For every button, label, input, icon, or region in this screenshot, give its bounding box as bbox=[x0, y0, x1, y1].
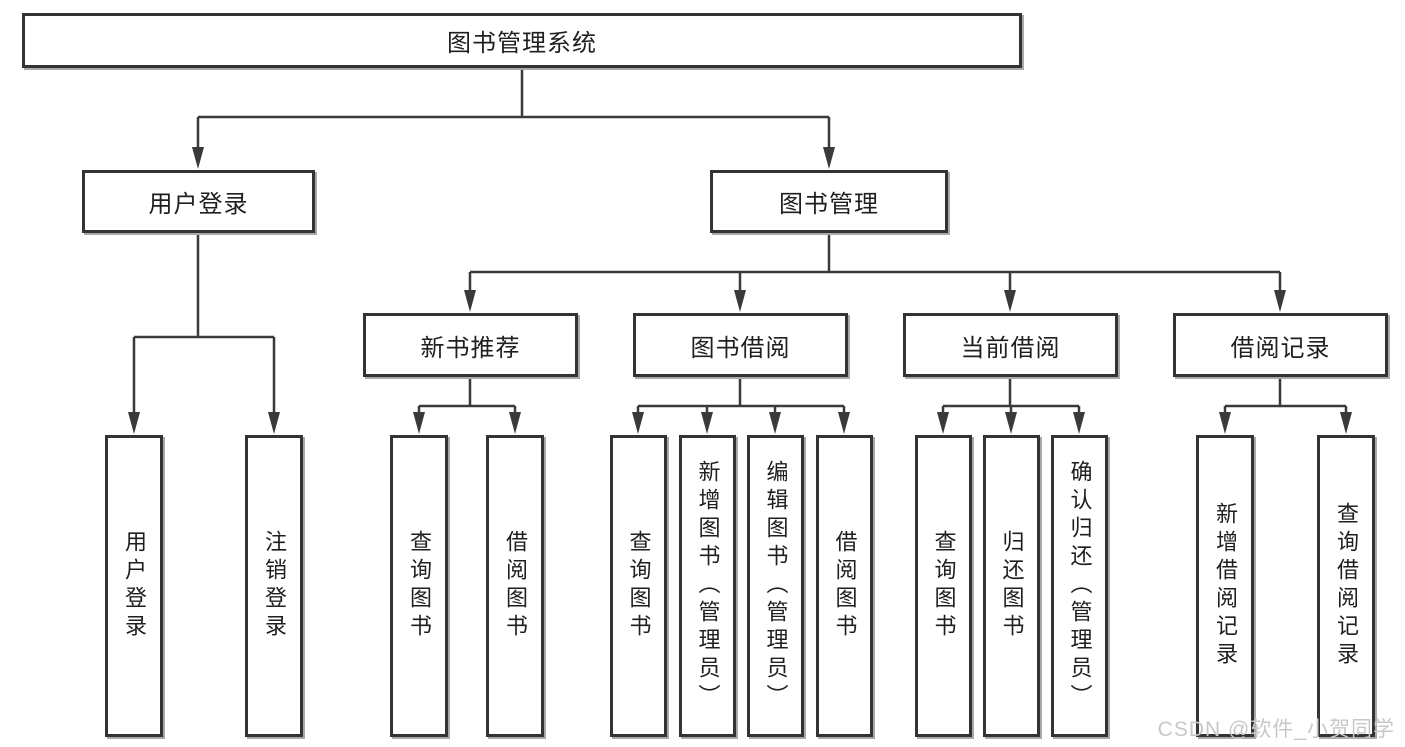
node-new-book-recommend: 新书推荐 bbox=[363, 313, 578, 377]
node-current-borrow-label: 当前借阅 bbox=[960, 334, 1061, 362]
node-book-management: 图书管理 bbox=[710, 170, 948, 233]
node-new-book-recommend-label: 新书推荐 bbox=[420, 334, 521, 362]
leaf-newbook-borrow-books: 借阅图书 bbox=[486, 435, 544, 737]
arrowheads bbox=[128, 147, 1352, 434]
leaf-add-book-admin-label: 新增图书（管理员） bbox=[695, 460, 721, 712]
leaf-newbook-borrow-books-label: 借阅图书 bbox=[503, 530, 528, 642]
leaf-confirm-return-admin: 确认归还（管理员） bbox=[1051, 435, 1108, 737]
leaf-query-borrow-record: 查询借阅记录 bbox=[1317, 435, 1375, 737]
node-book-borrow: 图书借阅 bbox=[633, 313, 848, 377]
node-borrow-record: 借阅记录 bbox=[1173, 313, 1388, 377]
leaf-logout-label: 注销登录 bbox=[262, 530, 287, 642]
leaf-borrow-book: 借阅图书 bbox=[816, 435, 873, 737]
leaf-return-book: 归还图书 bbox=[983, 435, 1040, 737]
leaf-current-query-books: 查询图书 bbox=[915, 435, 972, 737]
leaf-user-login: 用户登录 bbox=[105, 435, 163, 737]
leaf-add-borrow-record: 新增借阅记录 bbox=[1196, 435, 1254, 737]
node-user-login: 用户登录 bbox=[82, 170, 315, 233]
leaf-query-borrow-record-label: 查询借阅记录 bbox=[1334, 502, 1359, 670]
node-borrow-record-label: 借阅记录 bbox=[1230, 334, 1331, 362]
leaf-borrow-query-books: 查询图书 bbox=[610, 435, 667, 737]
leaf-borrow-book-label: 借阅图书 bbox=[832, 530, 858, 642]
node-root: 图书管理系统 bbox=[22, 13, 1022, 68]
watermark: CSDN @软件_小贺同学 bbox=[1157, 718, 1395, 741]
node-book-management-label: 图书管理 bbox=[779, 191, 879, 218]
node-user-login-label: 用户登录 bbox=[148, 191, 249, 218]
leaf-current-query-books-label: 查询图书 bbox=[931, 530, 957, 642]
node-book-borrow-label: 图书借阅 bbox=[690, 334, 791, 362]
leaf-newbook-query-books-label: 查询图书 bbox=[407, 530, 432, 642]
leaf-newbook-query-books: 查询图书 bbox=[390, 435, 448, 737]
leaf-user-login-label: 用户登录 bbox=[122, 530, 147, 642]
leaf-add-book-admin: 新增图书（管理员） bbox=[679, 435, 736, 737]
leaf-return-book-label: 归还图书 bbox=[999, 530, 1025, 642]
leaf-edit-book-admin-label: 编辑图书（管理员） bbox=[763, 460, 789, 712]
leaf-confirm-return-admin-label: 确认归还（管理员） bbox=[1067, 460, 1093, 712]
node-root-label: 图书管理系统 bbox=[447, 30, 597, 57]
leaf-logout: 注销登录 bbox=[245, 435, 303, 737]
leaf-add-borrow-record-label: 新增借阅记录 bbox=[1213, 502, 1238, 670]
leaf-borrow-query-books-label: 查询图书 bbox=[626, 530, 652, 642]
leaf-edit-book-admin: 编辑图书（管理员） bbox=[747, 435, 804, 737]
node-current-borrow: 当前借阅 bbox=[903, 313, 1118, 377]
